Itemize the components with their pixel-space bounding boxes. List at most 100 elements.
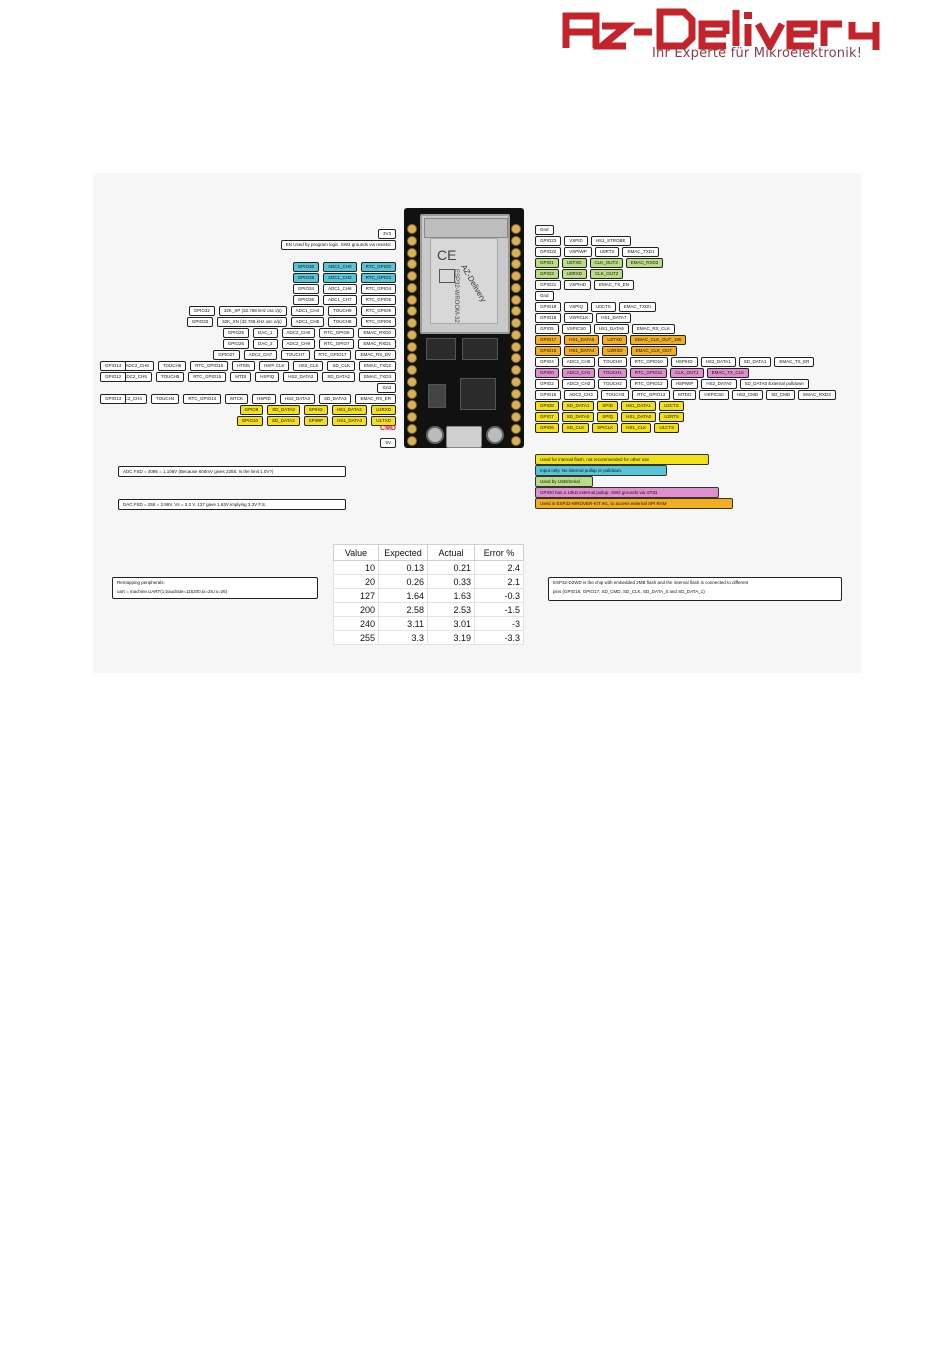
cmd-label: CMD: [380, 425, 396, 432]
pin-label: 5V: [380, 438, 396, 448]
pin-label: HS1_DATA6: [593, 324, 629, 334]
pin-label: CLK_OUT2: [590, 269, 624, 279]
pin-label: ADC1_CH4: [290, 306, 325, 316]
pin-label: GPIO35: [292, 295, 320, 305]
pin-label: ADC2_CH8: [281, 328, 316, 338]
table-cell: 1.64: [378, 588, 428, 603]
pin-label: GPIO21: [535, 280, 562, 290]
pin-label: GPIO5: [535, 324, 559, 334]
pin-label: DAC_1: [253, 328, 278, 338]
header-pin: [511, 294, 521, 305]
table-cell: 240: [333, 616, 379, 631]
header-pin: [407, 424, 417, 435]
pin-label: SPID: [597, 401, 618, 411]
header-pin: [511, 224, 521, 234]
table-cell: -3.3: [474, 630, 524, 645]
pin-label: EN Used by program logic. SW2 grounds vi…: [280, 240, 396, 250]
table-cell: 0.33: [427, 574, 475, 589]
pin-label: HSPIWP: [670, 379, 699, 389]
pin-label: EMAC_CLK_OUT: [630, 346, 677, 356]
pin-label: HS1_DATA5: [564, 335, 600, 345]
pin-label: EMAC_TXD2: [358, 361, 396, 371]
header-pin: [511, 329, 521, 340]
pin-label: GPIO33: [186, 317, 214, 327]
boot-button[interactable]: [486, 426, 504, 444]
table-cell: 3.11: [378, 616, 428, 631]
pin-label: TOUCH5: [155, 372, 185, 382]
pin-label: HS1_DATA3: [332, 416, 368, 426]
pin-label: VSPICLK: [564, 313, 594, 323]
pin-label: HS1_DATA2: [331, 405, 367, 415]
pin-label: RTC_GPIO4: [360, 284, 396, 294]
rst-button[interactable]: [426, 426, 444, 444]
ldo-regulator: [428, 384, 446, 408]
table-cell: 3.19: [427, 630, 475, 645]
micro-usb-port: [446, 426, 482, 448]
pin-label: CLK_OUT1: [670, 368, 704, 378]
pin-label: ADC2_CH0: [561, 357, 596, 367]
pin-label: EMAC_TX_CLK: [706, 368, 750, 378]
pin-label: HS2_DATA3: [279, 394, 315, 404]
header-pin: [511, 271, 521, 282]
pin-label: SPICLK: [592, 423, 619, 433]
pin-label: HS2_DATA2: [283, 372, 319, 382]
pin-label: RTC_GPIO17: [313, 350, 352, 360]
pin-label: EMAC_TX_EN: [594, 280, 635, 290]
fcc-mark: [439, 269, 455, 283]
header-pin: [407, 376, 417, 387]
header-pin: [511, 318, 521, 329]
table-header-cell: Value: [333, 544, 379, 561]
header-pin: [407, 306, 417, 317]
table-header-cell: Actual: [427, 544, 475, 561]
table-cell: 0.26: [378, 574, 428, 589]
pin-label: ADC2_CH3: [564, 390, 598, 400]
legend-item: Used for internal flash, not recommended…: [535, 454, 709, 465]
pin-label: 3V3: [377, 229, 396, 239]
pin-label: U0CTS: [591, 302, 616, 312]
table-cell: 0.21: [427, 560, 475, 575]
pin-label: TOUCH4: [150, 394, 180, 404]
pin-label: RTC_GPIO10: [629, 357, 668, 367]
header-pin: [511, 341, 521, 352]
pin-label: TOUCH3: [600, 390, 630, 400]
adc-note: ADC FSD = 4095 = 1.106V (Because 600mV g…: [118, 466, 346, 477]
header-pin: [407, 247, 417, 258]
header-pin: [407, 388, 417, 399]
pin-label: EMAC_TX_ER: [774, 357, 815, 367]
pin-label: DAC_2: [253, 339, 278, 349]
pin-label: GPIO0: [535, 368, 559, 378]
pin-label: Gnd: [535, 291, 554, 301]
logo-tagline: Ihr Experte für Mikroelektronik!: [652, 46, 863, 61]
pin-label: GPIO12: [100, 372, 127, 382]
pin-label: SD_DATA0 External pulldown: [739, 379, 809, 389]
pin-label: SD_DATA2: [322, 372, 355, 382]
pin-label: EMAC_RX_CLK: [631, 324, 675, 334]
pin-label: SPIWP: [303, 416, 329, 426]
pin-label: HS2_CMD: [731, 390, 764, 400]
pin-label: GPIO22: [535, 247, 562, 257]
pin-label: TOUCH0: [598, 357, 627, 367]
pin-label: GPIO8: [535, 401, 559, 411]
pin-label: SD_DATA1: [738, 357, 772, 367]
pin-label: U2RXD: [602, 346, 628, 356]
header-pin: [511, 400, 521, 411]
header-pin: [511, 282, 521, 293]
esp32-d2wd-note: ESP32-D2WD is the chip with embedded 2MB…: [548, 577, 842, 601]
table-cell: 3.3: [378, 630, 428, 645]
pin-label: TOUCH9: [328, 306, 357, 316]
header-pin: [407, 329, 417, 340]
pin-label: SD_CLK: [561, 423, 590, 433]
pin-label: CLK_OUT3: [589, 258, 623, 268]
header-pin: [407, 271, 417, 282]
pin-label: VSPIWP: [564, 247, 592, 257]
pin-label: U2RTS: [659, 412, 684, 422]
pin-label: U0TXD: [561, 258, 587, 268]
header-pin: [511, 376, 521, 387]
table-cell: 0.13: [378, 560, 428, 575]
pin-label: TOUCH2: [598, 379, 627, 389]
pin-label: ADC1_CH5: [290, 317, 325, 327]
